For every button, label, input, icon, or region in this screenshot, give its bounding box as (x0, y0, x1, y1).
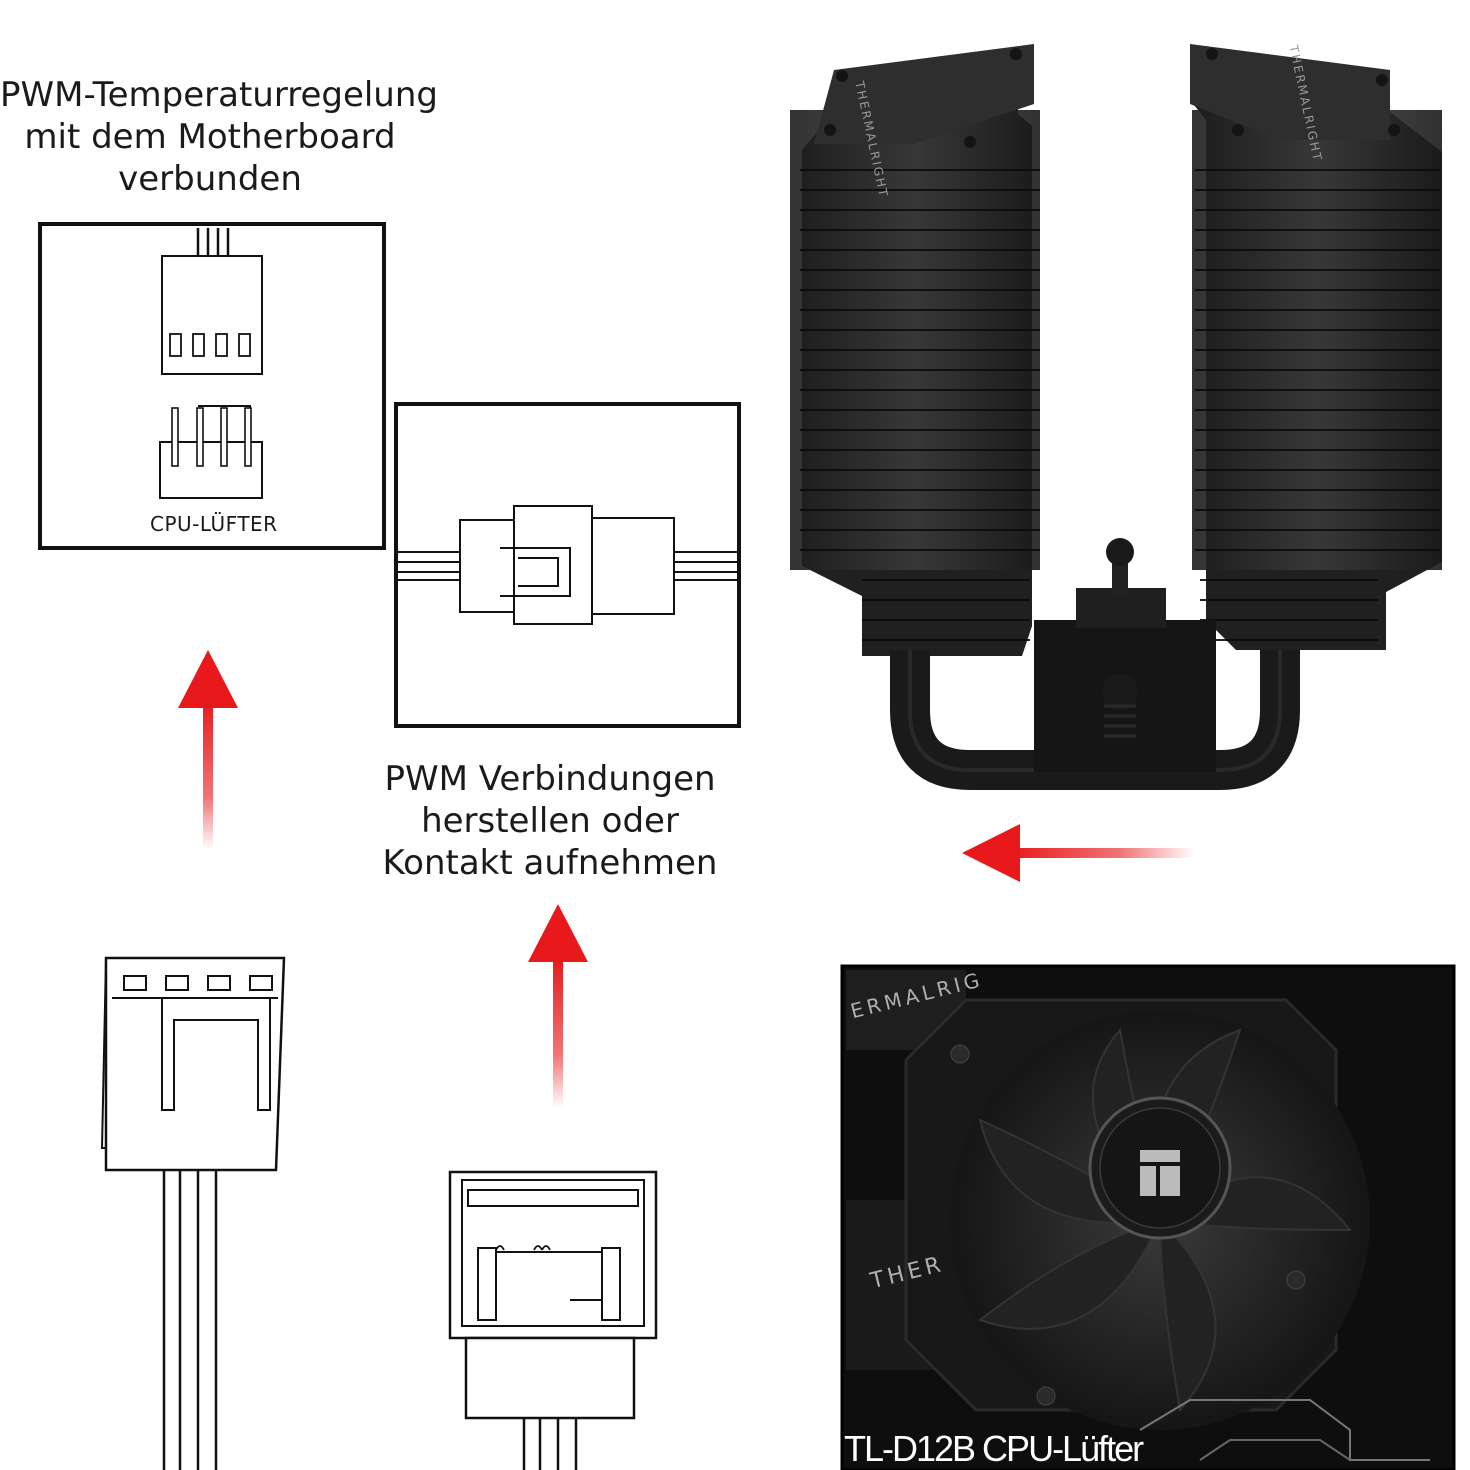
up-arrow-icon (178, 650, 238, 850)
header-pins-icon (159, 405, 263, 499)
caption-middle-line-1: PWM Verbindungen (384, 759, 716, 799)
cpu-fan-header-box (38, 222, 386, 550)
caption-middle: PWM Verbindungen herstellen oder Kontakt… (380, 758, 720, 884)
cpu-cooler-heatsink (790, 44, 1442, 790)
caption-top-left: PWM-Temperaturregelung mit dem Motherboa… (0, 74, 438, 200)
fan-connector-icon (100, 956, 286, 1470)
fan-photo-panel (840, 964, 1456, 1470)
caption-middle-line-3: Kontakt aufnehmen (382, 843, 718, 883)
caption-top-left-line-2: mit dem Motherboard (24, 117, 396, 157)
inline-connector-box (394, 402, 741, 728)
left-arrow-icon (962, 824, 1195, 882)
fan-socket-icon (448, 1170, 658, 1470)
caption-top-left-line-3: verbunden (118, 159, 302, 199)
up-arrow-icon (528, 904, 588, 1108)
fan-product-caption: TL-D12B CPU-Lüfter (844, 1428, 1144, 1469)
inline-connector-icon (398, 505, 737, 625)
caption-middle-line-2: herstellen oder (421, 801, 679, 841)
caption-top-left-line-1: PWM-Temperaturregelung (0, 75, 438, 115)
cpu-fan-header-label: CPU-LÜFTER (150, 512, 278, 536)
